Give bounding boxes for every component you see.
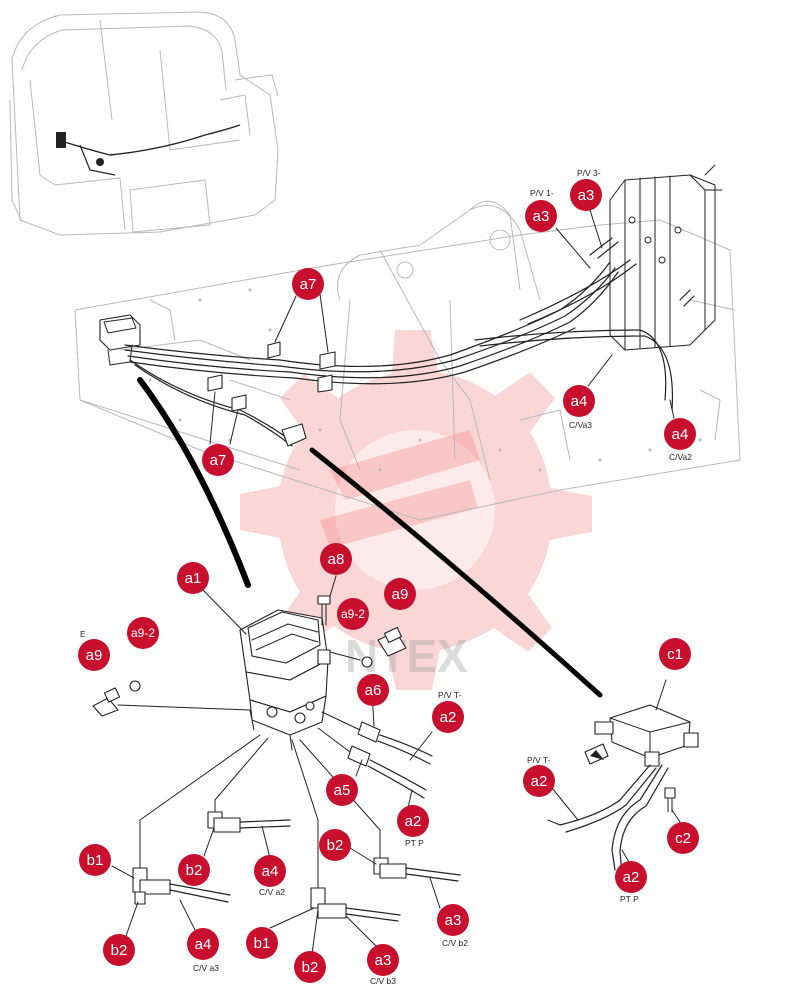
plug-left [92, 687, 121, 717]
note-cvb3-low: C/V b3 [370, 976, 396, 986]
detail-leader-right [309, 447, 603, 698]
callout-a9-left: a9 [78, 639, 110, 671]
callout-b2-mid: b2 [294, 951, 326, 983]
svg-text:a2: a2 [440, 709, 457, 726]
pilot-valve-detail [239, 609, 331, 751]
control-valve-block [609, 164, 723, 351]
callout-a6: a6 [357, 674, 389, 706]
svg-text:a3: a3 [578, 187, 595, 204]
svg-text:b1: b1 [254, 935, 271, 952]
callout-b1-left: b1 [79, 844, 111, 876]
oring-left [129, 680, 141, 692]
callout-b2-top: b2 [178, 854, 210, 886]
note-ptp-valve: PT P [620, 894, 639, 904]
pipe-leaders [139, 734, 381, 891]
bolt-a8 [317, 595, 331, 626]
svg-text:a9-2: a9-2 [341, 607, 365, 621]
svg-text:a2: a2 [405, 813, 422, 830]
svg-text:a4: a4 [262, 863, 279, 880]
oring-right [361, 656, 373, 668]
note-pvt-valve: P/V T- [527, 755, 551, 765]
note-e-mark: E [80, 629, 86, 639]
hose-bundle-upper [124, 237, 695, 447]
callout-a4-cva2-low: a4 [254, 855, 286, 887]
note-pvt-upper: P/V T- [438, 690, 462, 700]
svg-text:b2: b2 [302, 959, 319, 976]
svg-text:a3: a3 [533, 208, 550, 225]
callout-a7-bottom: a7 [202, 444, 234, 476]
note-cva3-low: C/V a3 [193, 963, 219, 973]
callout-a2-valve-ptp: a2 [615, 861, 647, 893]
callout-b2-left: b2 [103, 934, 135, 966]
callout-a9-2-left: a9-2 [127, 617, 159, 649]
svg-text:a4: a4 [672, 426, 689, 443]
svg-text:a5: a5 [334, 782, 351, 799]
svg-text:b1: b1 [87, 852, 104, 869]
svg-text:a2: a2 [623, 869, 640, 886]
note-ptp-mid: PT P [405, 838, 424, 848]
svg-text:b2: b2 [111, 942, 128, 959]
note-pv1: P/V 1- [530, 188, 554, 198]
excavator-overview [9, 11, 279, 236]
callout-a8: a8 [320, 543, 352, 575]
svg-text:a3: a3 [445, 912, 462, 929]
callout-a4-cva2: a4 [664, 418, 696, 450]
callout-a3-right: a3 [570, 179, 602, 211]
plug-right [377, 626, 407, 657]
watermark-text: NTEX [345, 630, 468, 682]
callout-leaders [111, 209, 681, 955]
svg-text:a6: a6 [365, 682, 382, 699]
callout-a4-cva3: a4 [563, 385, 595, 417]
elbow-fitting-left [132, 867, 231, 905]
svg-text:a4: a4 [571, 393, 588, 410]
svg-text:a4: a4 [195, 936, 212, 953]
upper-frame-view [74, 200, 741, 521]
pilot-valve-small [99, 314, 141, 366]
callout-a3-cvb2: a3 [437, 904, 469, 936]
svg-text:a3: a3 [375, 952, 392, 969]
callout-b1-mid: b1 [246, 927, 278, 959]
note-cvb2-low: C/V b2 [442, 938, 468, 948]
svg-text:c1: c1 [667, 646, 683, 663]
callout-a3-left: a3 [525, 200, 557, 232]
elbow-fitting-right [373, 857, 461, 882]
callout-a4-cva3-low: a4 [187, 928, 219, 960]
detail-leader-left [137, 377, 251, 588]
svg-text:a7: a7 [300, 276, 317, 293]
callout-a5: a5 [326, 774, 358, 806]
shuttle-valve-detail [547, 704, 699, 873]
svg-text:b2: b2 [327, 837, 344, 854]
svg-text:a2: a2 [531, 773, 548, 790]
callout-a3-cvb3: a3 [367, 944, 399, 976]
svg-text:a9: a9 [392, 586, 409, 603]
svg-text:a7: a7 [210, 452, 227, 469]
svg-text:a9-2: a9-2 [131, 626, 155, 640]
callout-a9-2-right: a9-2 [337, 598, 369, 630]
note-cva3-top: C/Va3 [569, 420, 592, 430]
fittings-a5-a6 [317, 711, 433, 799]
svg-text:a8: a8 [328, 551, 345, 568]
callout-a2-pvt: a2 [432, 701, 464, 733]
note-cva2-low: C/V a2 [259, 887, 285, 897]
note-pv3: P/V 3- [577, 168, 601, 178]
callout-a9-right: a9 [384, 578, 416, 610]
callout-a7-top: a7 [292, 268, 324, 300]
svg-text:a9: a9 [86, 647, 103, 664]
elbow-fitting-top [207, 811, 291, 833]
callout-b2-right: b2 [319, 829, 351, 861]
svg-text:b2: b2 [186, 862, 203, 879]
callout-a2-valve-pvt: a2 [523, 765, 555, 797]
elbow-fitting-mid [310, 887, 401, 922]
callout-a2-ptp: a2 [397, 805, 429, 837]
callout-a1: a1 [177, 562, 209, 594]
svg-text:c2: c2 [675, 830, 691, 847]
note-cva2-top: C/Va2 [669, 452, 692, 462]
svg-text:a1: a1 [185, 570, 202, 587]
hose-clamps [207, 341, 336, 412]
callout-c2: c2 [667, 822, 699, 854]
callout-c1: c1 [659, 638, 691, 670]
